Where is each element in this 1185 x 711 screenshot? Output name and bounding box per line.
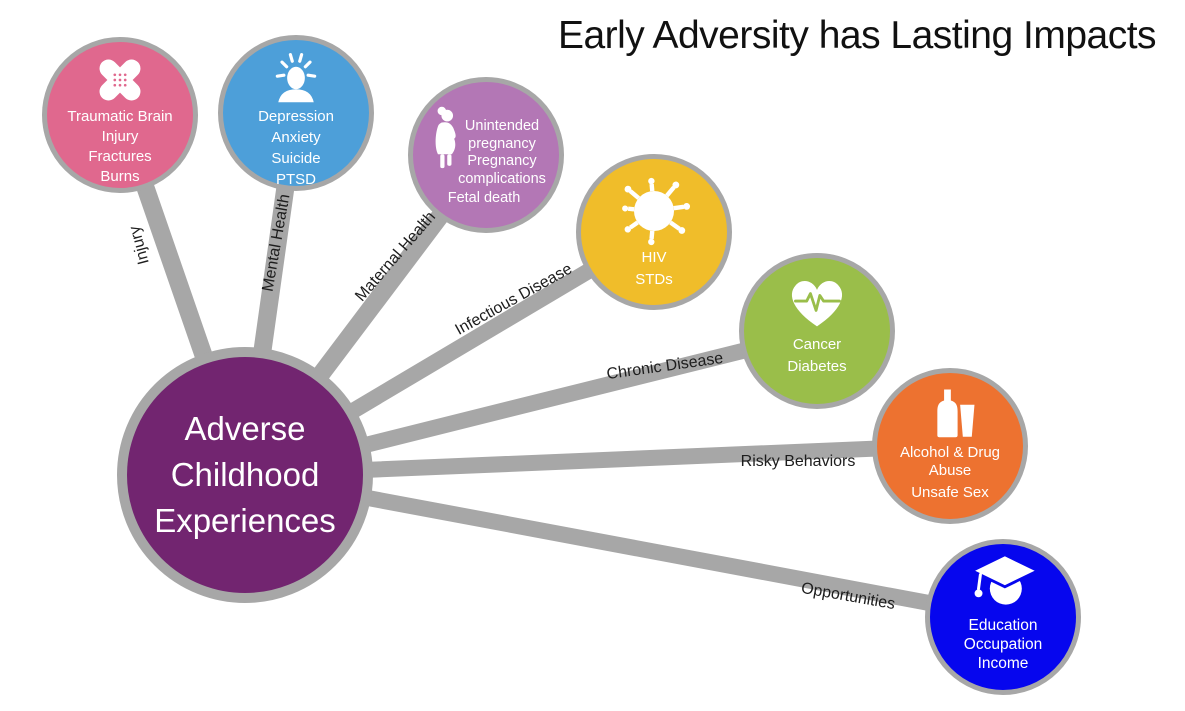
node-text: Cancer Diabetes: [787, 336, 847, 375]
node-text: Unintended pregnancy Pregnancy complicat…: [447, 118, 546, 206]
node-text: Education Occupation Income: [963, 617, 1043, 672]
center-line: Experiences: [154, 502, 336, 539]
node-infectious-disease: HIV STDs: [576, 154, 732, 310]
edge-label-injury: Injury: [126, 224, 153, 267]
node-risky-behaviors: Alcohol & Drug Abuse Unsafe Sex: [872, 368, 1028, 524]
node-text: Traumatic Brain Injury Fractures Burns: [67, 108, 173, 185]
node-mental-health: Depression Anxiety Suicide PTSD: [218, 35, 374, 191]
node-maternal-health: Unintended pregnancy Pregnancy complicat…: [408, 77, 564, 233]
node-chronic-disease: Cancer Diabetes: [739, 253, 895, 409]
virus-icon: [622, 177, 691, 246]
edge-label-maternal-health: Maternal Health: [352, 208, 440, 305]
graduation-cap-icon: [968, 553, 1041, 605]
edge-label-infectious-disease: Infectious Disease: [452, 260, 576, 339]
node-text: Depression Anxiety Suicide PTSD: [258, 108, 334, 188]
pregnant-woman-icon: [435, 106, 456, 169]
alcohol-bottle-glass-icon: [937, 389, 975, 438]
edge-label-risky-behaviors: Risky Behaviors: [740, 453, 856, 470]
edge-label-mental-health: Mental Health: [259, 192, 294, 293]
node-text: Alcohol & Drug Abuse Unsafe Sex: [899, 444, 1001, 501]
node-text: HIV STDs: [635, 249, 673, 288]
edge-label-chronic-disease: Chronic Disease: [605, 349, 725, 384]
node-injury: Traumatic Brain Injury Fractures Burns: [42, 37, 198, 193]
page-title: Early Adversity has Lasting Impacts: [557, 14, 1157, 57]
center-line: Childhood: [170, 456, 320, 493]
stressed-person-icon: [275, 53, 317, 103]
center-line: Adverse: [184, 410, 306, 447]
heartbeat-heart-icon: [791, 281, 843, 327]
center-node-adverse-childhood-experiences: Adverse Childhood Experiences: [117, 347, 373, 603]
node-opportunities: Education Occupation Income: [925, 539, 1081, 695]
bandages-icon: [99, 59, 141, 101]
